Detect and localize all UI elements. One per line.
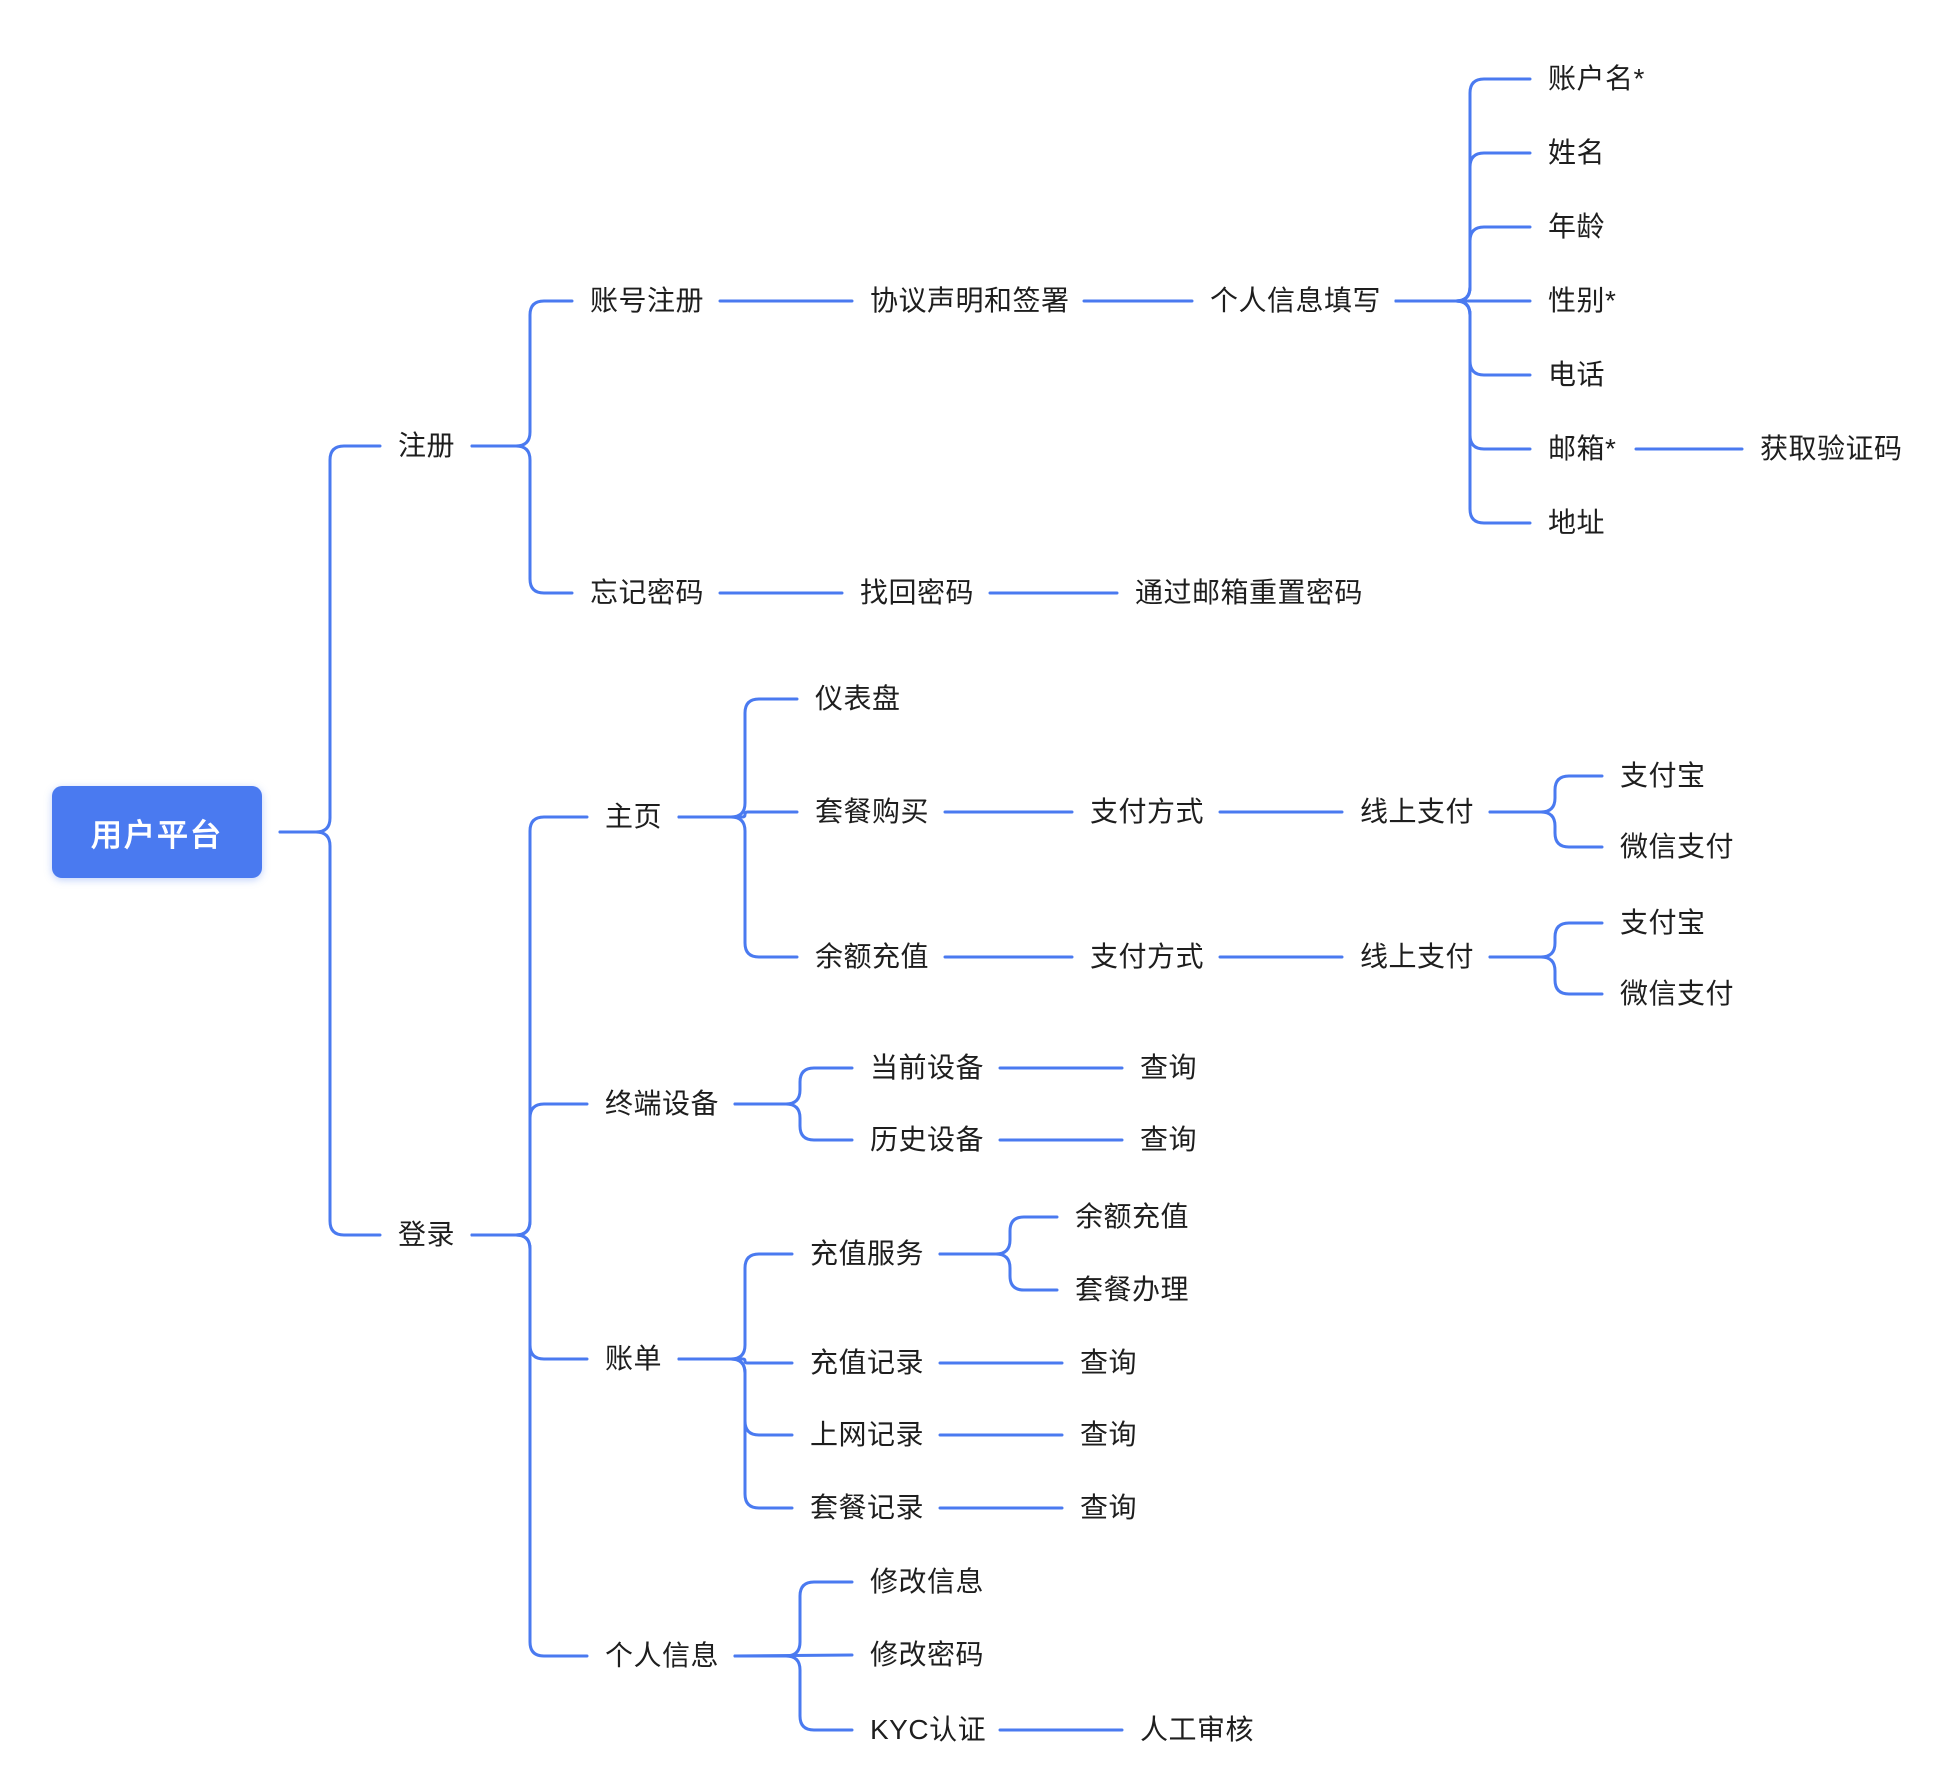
node-query-recharge-records[interactable]: 查询 [1080, 1347, 1138, 1379]
node-payment-method-1[interactable]: 支付方式 [1090, 796, 1205, 828]
connector [677, 1357, 794, 1437]
node-wechat-pay-2[interactable]: 微信支付 [1620, 978, 1735, 1010]
connector [938, 1215, 1059, 1256]
node-online-payment-2[interactable]: 线上支付 [1360, 941, 1475, 973]
node-internet-records[interactable]: 上网记录 [810, 1419, 925, 1451]
node-package-records[interactable]: 套餐记录 [810, 1492, 925, 1524]
node-personal-info-fill[interactable]: 个人信息填写 [1210, 285, 1382, 317]
node-modify-info[interactable]: 修改信息 [870, 1566, 985, 1598]
connector [677, 815, 799, 959]
node-gender[interactable]: 性别* [1548, 285, 1617, 317]
node-agreement-sign[interactable]: 协议声明和签署 [870, 285, 1070, 317]
node-account-name[interactable]: 账户名* [1548, 63, 1645, 95]
node-alipay-1[interactable]: 支付宝 [1620, 760, 1706, 792]
connector [1488, 810, 1604, 849]
node-dashboard[interactable]: 仪表盘 [815, 683, 901, 715]
node-email[interactable]: 邮箱* [1548, 433, 1617, 465]
connector [278, 830, 382, 1237]
node-get-verification-code[interactable]: 获取验证码 [1760, 433, 1903, 465]
node-home[interactable]: 主页 [605, 801, 663, 833]
node-manual-review[interactable]: 人工审核 [1140, 1714, 1255, 1746]
connector [938, 1252, 1059, 1292]
node-recharge-service[interactable]: 充值服务 [810, 1238, 925, 1270]
connector [1394, 225, 1532, 303]
node-modify-password[interactable]: 修改密码 [870, 1639, 985, 1671]
connector [733, 1580, 854, 1658]
node-forgot-password[interactable]: 忘记密码 [590, 577, 705, 609]
node-query-history-device[interactable]: 查询 [1140, 1124, 1198, 1156]
node-kyc[interactable]: KYC认证 [870, 1714, 987, 1746]
connector [470, 1102, 589, 1237]
node-payment-method-2[interactable]: 支付方式 [1090, 941, 1205, 973]
node-alipay-2[interactable]: 支付宝 [1620, 907, 1706, 939]
node-terminal-devices[interactable]: 终端设备 [605, 1088, 720, 1120]
connector [677, 697, 799, 819]
node-history-device[interactable]: 历史设备 [870, 1124, 985, 1156]
node-retrieve-password[interactable]: 找回密码 [860, 577, 975, 609]
connector [677, 810, 799, 819]
connector [1394, 77, 1532, 303]
node-personal-info[interactable]: 个人信息 [605, 1640, 720, 1672]
connector [1394, 299, 1532, 525]
connector [677, 1357, 794, 1510]
connector [733, 1654, 854, 1732]
node-balance-recharge[interactable]: 余额充值 [815, 941, 930, 973]
connector [1488, 774, 1604, 814]
connector [677, 1357, 794, 1365]
connector [733, 1066, 854, 1106]
node-register[interactable]: 注册 [398, 430, 456, 462]
connector [677, 1252, 794, 1361]
connector [470, 1233, 589, 1658]
node-user-platform[interactable]: 用户平台 [52, 786, 262, 878]
connector [1488, 921, 1604, 959]
connector [470, 444, 574, 595]
node-age[interactable]: 年龄 [1548, 211, 1606, 243]
node-online-payment-1[interactable]: 线上支付 [1360, 796, 1475, 828]
node-recharge-records[interactable]: 充值记录 [810, 1347, 925, 1379]
connector [470, 299, 574, 448]
connector [733, 1102, 854, 1142]
node-package-purchase[interactable]: 套餐购买 [815, 796, 930, 828]
node-query-package-records[interactable]: 查询 [1080, 1492, 1138, 1524]
node-reset-password-via-email[interactable]: 通过邮箱重置密码 [1135, 577, 1364, 609]
node-address[interactable]: 地址 [1548, 507, 1606, 539]
node-phone[interactable]: 电话 [1548, 359, 1606, 391]
node-query-current-device[interactable]: 查询 [1140, 1052, 1198, 1084]
node-login[interactable]: 登录 [398, 1219, 456, 1251]
node-bills[interactable]: 账单 [605, 1343, 663, 1375]
node-balance-recharge-bill[interactable]: 余额充值 [1075, 1201, 1190, 1233]
node-package-handle[interactable]: 套餐办理 [1075, 1274, 1190, 1306]
node-account-register[interactable]: 账号注册 [590, 285, 705, 317]
node-current-device[interactable]: 当前设备 [870, 1052, 985, 1084]
node-name[interactable]: 姓名 [1548, 137, 1606, 169]
connector [1394, 299, 1532, 377]
connector [278, 444, 382, 834]
connector [1488, 955, 1604, 996]
node-wechat-pay-1[interactable]: 微信支付 [1620, 831, 1735, 863]
node-query-internet-records[interactable]: 查询 [1080, 1419, 1138, 1451]
